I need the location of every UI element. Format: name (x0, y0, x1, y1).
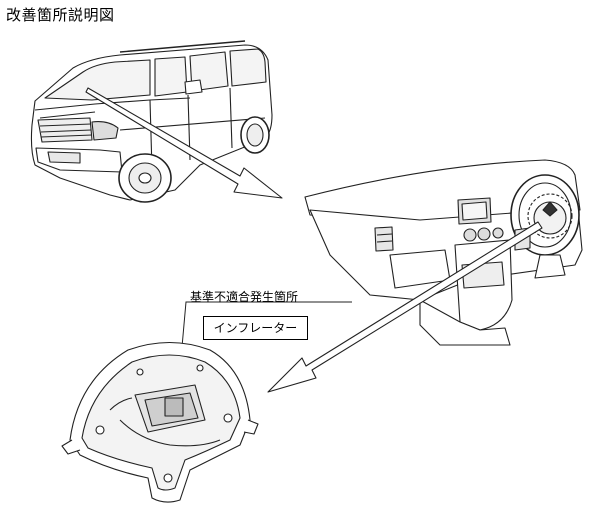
pointer-arrow-to-airbag (267, 221, 543, 393)
van-illustration (30, 40, 273, 203)
inflator-label-box: インフレーター (203, 316, 308, 340)
airbag-module-illustration (61, 341, 259, 503)
dashboard-illustration (304, 159, 583, 346)
diagram-title: 改善箇所説明図 (6, 6, 115, 24)
nonconformity-location-label: 基準不適合発生箇所 (190, 290, 299, 304)
pointer-arrow-to-dashboard (85, 87, 283, 199)
